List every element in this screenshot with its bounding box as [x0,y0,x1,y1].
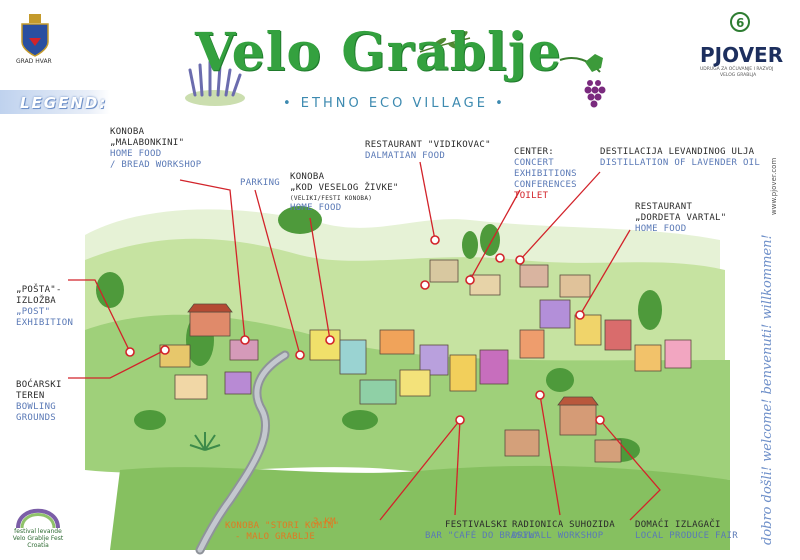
svg-text:6: 6 [736,16,744,30]
festival-logo-text: festival levande Velo Grablje Fest Croat… [12,528,64,549]
label-parking: PARKING [240,178,281,188]
label-festivalski-bar: FESTIVALSKI BAR "CAFÉ DO BRASIL" [425,520,540,541]
city-crest-icon [21,14,49,57]
label-destilacija: DESTILACIJA LEVANDINOG ULJA DISTILLATION… [600,147,761,168]
festival-logo-icon [16,508,60,529]
village-houses [159,259,692,463]
partner-subtitle-1: UDRUGA ZA OČUVANJE I RAZVOJ [700,67,774,72]
label-radionica-suhozida: RADIONICA SUHOZIDA DRYWALL WORKSHOP [512,520,615,541]
map-subtitle: • ETHNO ECO VILLAGE • [283,96,506,111]
olive-branch-icon [419,31,471,53]
greetings-text: dobro došli! welcome! benvenuti! willkom… [760,234,775,545]
label-center: CENTER: CONCERT EXHIBITIONS CONFERENCES … [514,147,577,201]
legend-banner [0,90,110,114]
tree-cluster [96,206,662,462]
partner-name: PJOVER [700,43,784,67]
partner-subtitle-2: VELOG GRABLJA [720,73,757,78]
map-title: Velo Grablje [195,22,562,83]
label-restaurant-vidikovac: RESTAURANT "VIDIKOVAC" DALMATIAN FOOD [365,140,491,161]
label-bocarski-teren: BOĆARSKI TEREN BOWLING GROUNDS [16,380,62,423]
website-link[interactable]: www.pjover.com [770,157,778,215]
label-konoba-malabonkini: KONOBA „MALABONKINI" HOME FOOD / BREAD W… [110,127,202,170]
agave-plant-icon [189,432,221,451]
location-markers [125,235,605,425]
label-konoba-stori-komin: KONOBA "STORI KOMIN" - MALO GRABLJE [225,521,340,542]
label-posta-exhibition: „POŠTA"- IZLOŽBA „POST" EXHIBITION [16,285,74,328]
label-restaurant-dordeta: RESTAURANT „DORDETA VARTAL" HOME FOOD [635,202,727,234]
label-konoba-veselos: KONOBA „KOD VESELOG ŽIVKE" (VELIKI/FESTI… [290,172,399,213]
label-domaci-izlagaci: DOMAĆI IZLAGAČI LOCAL PRODUCE FAIR [635,520,738,541]
lavender-icon [185,60,245,106]
grape-vine-icon [559,54,606,108]
crest-label: GRAD HVAR [16,58,52,65]
leader-lines [68,161,661,521]
legend-heading: LEGEND: [20,94,108,112]
label-distance: 3 KM [313,517,336,527]
pjover-logo-icon: 6 [730,12,750,32]
